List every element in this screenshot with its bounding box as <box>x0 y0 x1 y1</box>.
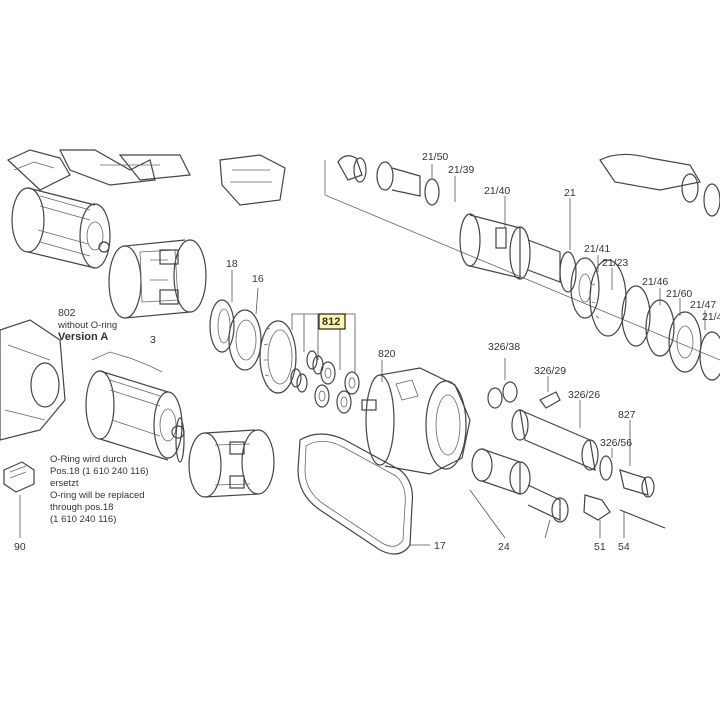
note-oring-en-2: through pos.18 <box>50 502 113 513</box>
note-version-line2: Version A <box>58 331 108 343</box>
label-21-60: 21/60 <box>666 288 692 300</box>
gasket-17 <box>297 433 430 555</box>
label-24: 24 <box>498 541 510 553</box>
label-820: 820 <box>378 348 396 360</box>
label-21: 21 <box>564 187 576 199</box>
note-oring-en-3: (1 610 240 116) <box>50 514 116 525</box>
label-326-38: 326/38 <box>488 341 520 353</box>
label-21-40: 21/40 <box>484 185 510 197</box>
label-827: 827 <box>618 409 636 421</box>
gear-housing-820 <box>361 360 471 475</box>
planetary-gear-kit-812 <box>290 313 360 414</box>
label-802: 802 <box>58 307 76 319</box>
switch-parts-326 <box>487 358 655 498</box>
part-labels: 18 16 812 820 802 without O-ring Version… <box>14 151 720 553</box>
label-21-46: 21/46 <box>642 276 668 288</box>
note-version-line1: without O-ring <box>57 320 117 331</box>
label-21-41: 21/41 <box>584 243 610 255</box>
label-21-47: 21/47 <box>690 299 716 311</box>
label-18: 18 <box>226 258 238 270</box>
assembly-21 <box>324 153 720 381</box>
ring-16 <box>228 287 262 371</box>
label-21-23: 21/23 <box>602 257 628 269</box>
label-51: 51 <box>594 541 606 553</box>
parts-51-54 <box>583 494 666 538</box>
part-90-connector <box>3 461 35 538</box>
label-812: 812 <box>322 316 340 328</box>
label-326-26: 326/26 <box>568 389 600 401</box>
spindle-24 <box>469 448 569 539</box>
label-326-29: 326/29 <box>534 365 566 377</box>
leader-lines-21 <box>431 164 706 330</box>
label-90: 90 <box>14 541 26 553</box>
note-oring-de-2: Pos.18 (1 610 240 116) <box>50 466 149 477</box>
highlight-box-812 <box>318 313 346 330</box>
label-3: 3 <box>150 334 156 346</box>
label-16: 16 <box>252 273 264 285</box>
label-21-48: 21/48 <box>702 311 720 323</box>
ring-gear <box>259 320 297 394</box>
label-21-39: 21/39 <box>448 164 474 176</box>
note-oring-de-3: ersetzt <box>50 478 79 489</box>
label-21-50: 21/50 <box>422 151 448 163</box>
label-326-56: 326/56 <box>600 437 632 449</box>
ring-18 <box>209 270 235 353</box>
note-oring-de-1: O-Ring wird durch <box>50 454 127 465</box>
note-oring-en-1: O-ring will be replaced <box>50 490 145 501</box>
motor-assembly-oring <box>0 319 275 498</box>
label-17: 17 <box>434 540 446 552</box>
motor-assembly-802 <box>6 149 286 319</box>
label-54: 54 <box>618 541 630 553</box>
